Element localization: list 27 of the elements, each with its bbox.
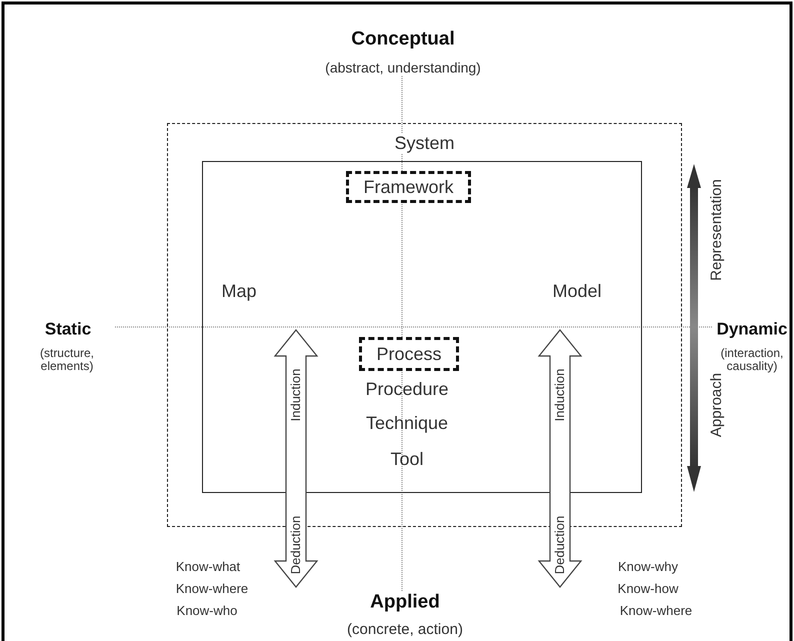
knowledge-label: Know-who — [176, 604, 238, 618]
knowledge-label: Know-how — [618, 582, 678, 596]
axis-title: Dynamic — [716, 320, 788, 340]
knowledge-label: Know-where — [620, 604, 692, 618]
arrow-label: Induction — [288, 368, 304, 422]
arrow-label: Representation — [708, 179, 726, 281]
item-label: Technique — [366, 414, 448, 434]
arrow-label: Induction — [552, 368, 568, 422]
arrow-label: Deduction — [288, 516, 304, 574]
axis-subtitle: (abstract, understanding) — [325, 60, 481, 76]
arrow-label: Approach — [708, 372, 726, 438]
axis-title: Applied — [370, 592, 440, 614]
axis-subtitle: (concrete, action) — [347, 622, 463, 638]
knowledge-label: Know-what — [176, 560, 240, 574]
quadrant-label: Map — [222, 282, 256, 302]
axis-title: Conceptual — [351, 30, 455, 50]
item-label: Tool — [390, 450, 424, 470]
knowledge-label: Know-why — [618, 560, 678, 574]
axis-subtitle: (interaction, causality) — [720, 346, 784, 374]
dashed-box: Process — [359, 337, 459, 371]
arrow-label: Deduction — [552, 516, 568, 574]
knowledge-label: Know-where — [176, 582, 248, 596]
axis-subtitle: (structure, elements) — [38, 346, 95, 374]
item-label: Procedure — [365, 380, 449, 400]
quadrant-label: Model — [552, 282, 602, 302]
axis-title: Static — [44, 320, 92, 340]
dashed-box: Framework — [346, 171, 471, 203]
